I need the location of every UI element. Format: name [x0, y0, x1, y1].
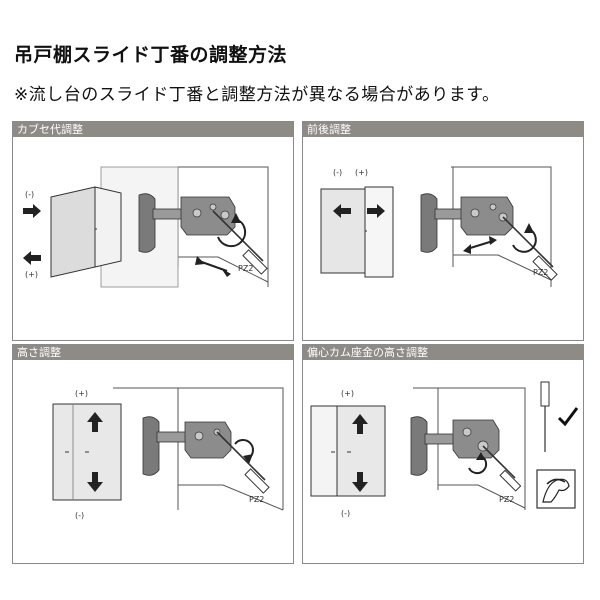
tool-label: PZ2	[238, 264, 253, 273]
depth-adjustment-illustration: (-) (+) PZ2	[320, 166, 558, 287]
panel-heading: 前後調整	[303, 122, 583, 137]
arrow-down-icon	[87, 472, 103, 492]
panel-overlay-adjustment: カブセ代調整 (-) (+) PZ2	[12, 121, 294, 341]
tool-label: PZ2	[249, 495, 264, 504]
tool-label: PZ2	[533, 268, 548, 277]
panel-depth-adjustment: 前後調整 (-) (+) PZ2	[302, 121, 584, 341]
screwdriver-icon	[216, 431, 266, 481]
screwdriver-icon	[212, 210, 264, 262]
minus-label: (-)	[341, 509, 350, 518]
plus-label: (+)	[25, 270, 38, 279]
hinge-arm-icon	[452, 419, 500, 459]
page-title: 吊戸棚スライド丁番の調整方法	[14, 44, 288, 66]
screwdriver-icon	[482, 445, 516, 479]
plus-label: (+)	[75, 389, 88, 398]
panel-height-adjustment: 高さ調整 (+) (-) PZ2	[12, 344, 294, 564]
hinge-arm-icon	[460, 196, 514, 236]
panel-heading: カブセ代調整	[13, 122, 293, 137]
plus-label: (+)	[341, 389, 354, 398]
hinge-cup-icon	[142, 416, 160, 476]
page-note: ※流し台のスライド丁番と調整方法が異なる場合があります。	[14, 85, 500, 105]
arrow-left-icon	[333, 204, 351, 218]
door-panel	[50, 186, 96, 278]
panel-heading: 高さ調整	[13, 345, 293, 360]
hinge-cup-icon	[410, 416, 428, 476]
minus-label: (-)	[333, 168, 342, 177]
arrow-right-icon	[367, 204, 385, 218]
minus-label: (-)	[75, 511, 84, 520]
hinge-arm-icon	[180, 196, 236, 236]
check-icon	[557, 407, 579, 427]
arrow-down-icon	[352, 472, 368, 492]
plus-label: (+)	[355, 168, 368, 177]
rotate-arrow-icon	[217, 218, 247, 248]
minus-label: (-)	[25, 190, 34, 199]
height-adjustment-illustration: (+) (-) PZ2	[52, 387, 284, 520]
cam-height-adjustment-illustration: (+) (-) PZ2	[310, 381, 579, 518]
panel-heading: 偏心カム座金の高さ調整	[303, 345, 583, 360]
hinge-cup-icon	[420, 193, 438, 253]
overlay-adjustment-illustration: (-) (+) PZ2	[23, 166, 269, 288]
double-arrow-icon	[466, 240, 494, 250]
arrow-left-icon	[23, 251, 41, 265]
arrow-right-icon	[23, 204, 41, 218]
door-panel	[320, 188, 366, 274]
tool-label: PZ2	[499, 495, 514, 504]
panel-cam-height-adjustment: 偏心カム座金の高さ調整 (+) (-) PZ2	[302, 344, 584, 564]
screwdriver-icon	[502, 216, 554, 268]
hinge-cup-icon	[138, 193, 156, 253]
arrow-up-icon	[87, 412, 103, 432]
arrow-up-icon	[352, 414, 368, 434]
